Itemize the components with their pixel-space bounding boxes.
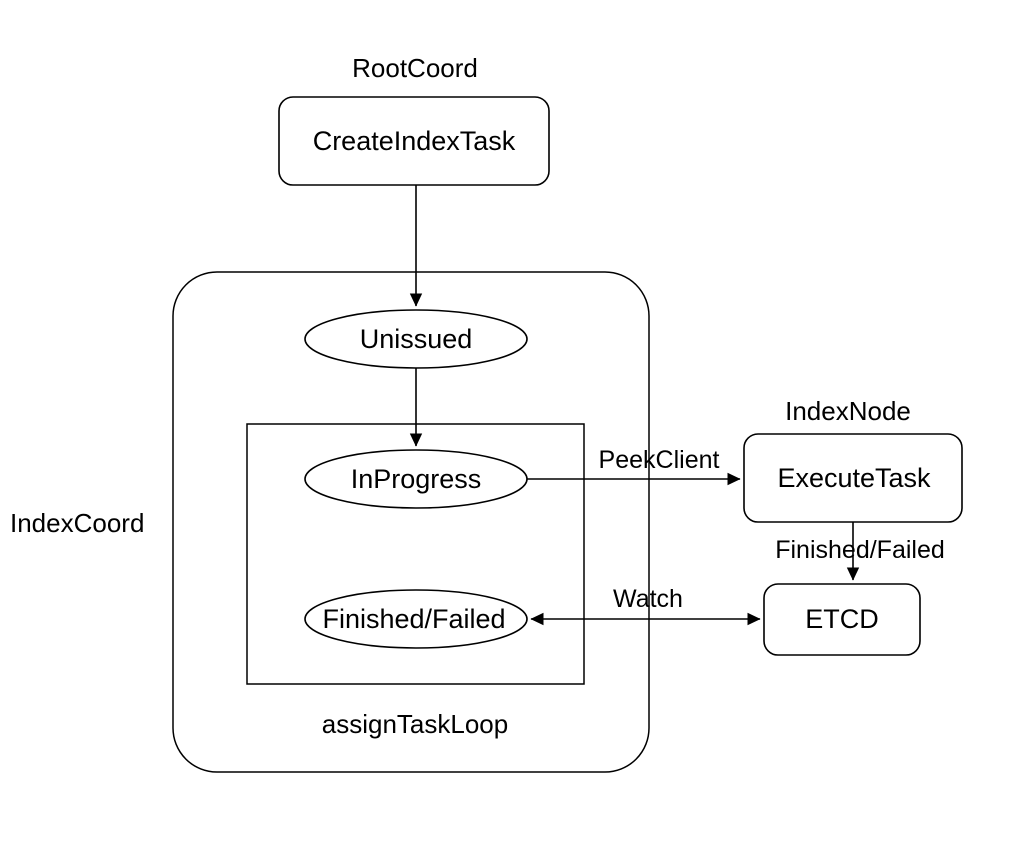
node-label-unissued: Unissued [359,324,473,354]
node-etcd-shape[interactable] [763,583,921,656]
group-label-indexcoord: IndexCoord [10,508,145,538]
edge-label-watch: Watch [613,585,683,613]
node-label-finished-failed-state: Finished/Failed [322,604,506,634]
node-create-index-task-shape[interactable] [278,96,550,186]
group-label-indexnode: IndexNode [785,396,911,426]
node-label-inprogress: InProgress [350,464,482,494]
group-indexcoord-boundary [172,271,650,773]
node-label-etcd: ETCD [805,604,879,634]
edge-label-finished-failed: Finished/Failed [775,536,945,564]
node-finished-failed-state-shape[interactable] [304,589,528,649]
group-label-assigntaskloop: assignTaskLoop [321,709,509,739]
edge-label-peekclient: PeekClient [598,446,720,474]
group-label-rootcoord: RootCoord [352,53,478,83]
node-label-create-index-task: CreateIndexTask [312,126,516,156]
node-label-execute-task: ExecuteTask [777,463,931,493]
